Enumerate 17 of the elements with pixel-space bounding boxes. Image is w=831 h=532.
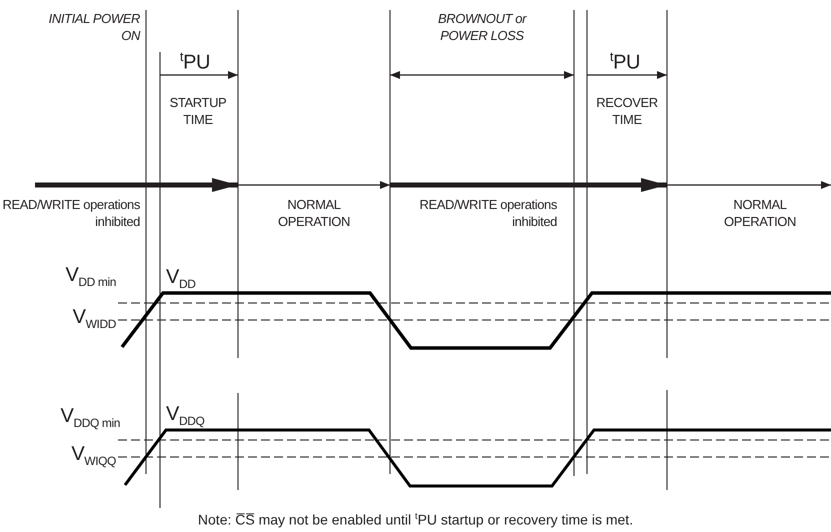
period-label: BROWNOUT or POWER LOSS bbox=[436, 10, 528, 44]
phase-label: STARTUP TIME bbox=[168, 94, 228, 128]
voltage-label: V$_{DDQ min}$ bbox=[60, 405, 120, 432]
note-text: Note: C̅S̅ may not be enabled until $^{t}$PU startup or recovery time is met. bbox=[196, 510, 634, 529]
voltage-label: V$_{WIQQ}$ bbox=[70, 443, 116, 470]
time-symbol: $^{t}$PU bbox=[178, 48, 212, 74]
voltage-label: V$_{DD}$ bbox=[166, 266, 196, 293]
state-label: NORMAL OPERATION bbox=[276, 196, 351, 230]
state-label: READ/WRITE operations inhibited bbox=[418, 196, 557, 230]
voltage-label: V$_{DD min}$ bbox=[64, 264, 116, 291]
state-label: NORMAL OPERATION bbox=[722, 196, 797, 230]
voltage-label: V$_{DDQ}$ bbox=[166, 403, 206, 430]
period-label: INITIAL POWER ON bbox=[48, 10, 140, 44]
time-symbol: $^{t}$PU bbox=[608, 48, 642, 74]
state-label: READ/WRITE operations inhibited bbox=[1, 196, 140, 230]
voltage-label: V$_{WIDD}$ bbox=[72, 306, 116, 333]
phase-label: RECOVER TIME bbox=[595, 94, 659, 128]
